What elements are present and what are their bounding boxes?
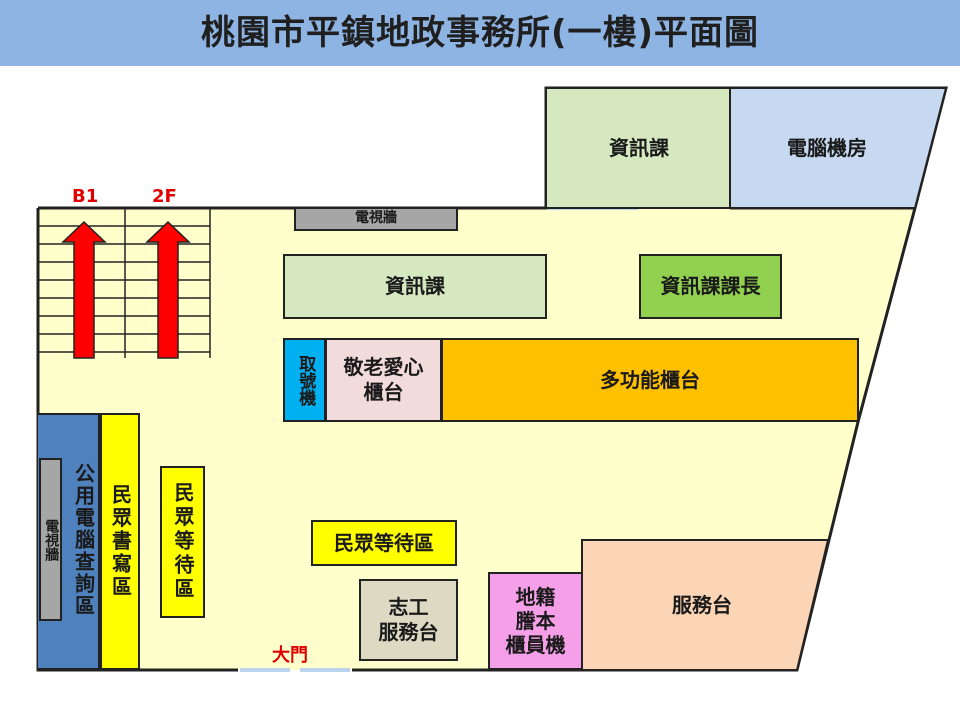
writing-area: 民眾書寫區	[100, 413, 140, 670]
stairs-2f-label: 2F	[152, 186, 177, 207]
page-title: 桃園市平鎮地政事務所(一樓)平面圖	[200, 13, 760, 53]
public-pc-label: 公用電腦查詢區	[71, 463, 96, 617]
land-record-kiosk: 地籍 謄本 櫃員機	[488, 572, 583, 670]
waiting-area-vertical-label: 民眾等待區	[171, 482, 195, 602]
waiting-area-horizontal: 民眾等待區	[311, 520, 457, 566]
stairs-b1-label: B1	[72, 186, 99, 207]
writing-area-label: 民眾書寫區	[108, 484, 133, 599]
ticket-machine-label: 取號機	[295, 354, 316, 406]
outer-wall-left	[36, 208, 238, 672]
waiting-area-vertical: 民眾等待區	[160, 466, 205, 618]
volunteer-desk: 志工 服務台	[359, 579, 458, 661]
arrow-up-icon	[61, 220, 107, 359]
stairs	[38, 208, 211, 358]
info-dept-mid: 資訊課	[283, 254, 547, 319]
elder-counter: 敬老愛心 櫃台	[325, 338, 442, 422]
public-pc-label-box: 公用電腦查詢區	[66, 440, 100, 640]
tv-wall-top: 電視牆	[294, 207, 458, 231]
computer-room: 電腦機房	[787, 135, 867, 160]
ticket-machine: 取號機	[283, 338, 326, 422]
tv-wall-left-label: 電視牆	[43, 518, 60, 561]
arrow-up-icon	[145, 220, 191, 359]
title-bar	[0, 0, 960, 66]
info-dept-top: 資訊課	[609, 135, 669, 160]
room-computer	[729, 87, 948, 209]
entrance-label: 大門	[272, 645, 308, 666]
info-dept-chief: 資訊課課長	[639, 254, 782, 319]
tv-wall-left: 電視牆	[39, 458, 62, 621]
service-desk: 服務台	[672, 592, 732, 617]
multi-function-counter: 多功能櫃台	[441, 338, 859, 422]
